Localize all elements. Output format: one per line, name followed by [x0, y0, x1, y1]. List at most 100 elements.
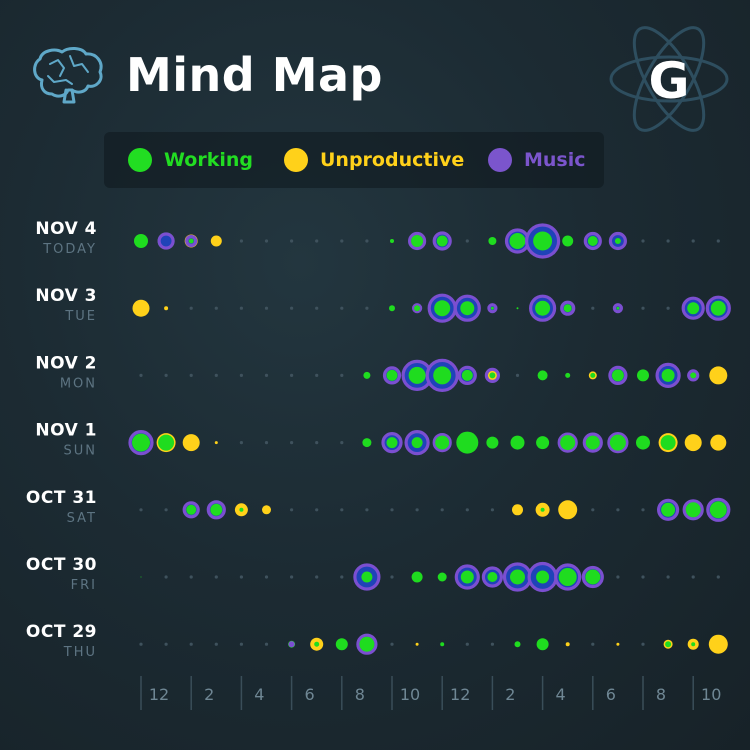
- empty-slot-dot: [189, 575, 193, 579]
- empty-slot-dot: [264, 239, 269, 243]
- bubble-working: [536, 570, 550, 584]
- bubble-working: [411, 235, 424, 247]
- empty-slot-dot: [189, 373, 193, 377]
- empty-slot-dot: [264, 441, 269, 445]
- day-sublabel: FRI: [71, 578, 97, 593]
- bubble-unproductive: [512, 504, 523, 516]
- empty-slot-dot: [290, 441, 294, 445]
- bubble-unproductive: [210, 235, 222, 247]
- empty-slot-dot: [591, 306, 595, 310]
- day-label: NOV 1: [35, 421, 97, 441]
- bubble-working: [363, 371, 371, 379]
- x-tick-label: 4: [556, 685, 566, 704]
- bubble-working: [691, 642, 696, 647]
- day-sublabel: SUN: [64, 444, 98, 459]
- empty-slot-dot: [390, 508, 394, 512]
- bubble-working: [685, 502, 701, 518]
- bubble-working: [510, 435, 525, 450]
- bubble-working: [661, 502, 676, 517]
- empty-slot-dot: [340, 239, 344, 243]
- bubble-working: [710, 300, 726, 316]
- empty-slot-dot: [139, 508, 143, 512]
- empty-slot-dot: [315, 441, 319, 445]
- bubble-working: [565, 372, 571, 378]
- empty-slot-dot: [164, 373, 168, 377]
- empty-slot-dot: [691, 239, 695, 243]
- bubble-working: [585, 569, 601, 585]
- empty-slot-dot: [214, 642, 218, 646]
- bubble-working: [389, 305, 395, 312]
- bubble-working: [456, 431, 479, 454]
- x-tick-label: 6: [305, 685, 315, 704]
- empty-slot-dot: [616, 508, 620, 512]
- bubble-working: [362, 438, 372, 448]
- legend-label-unproductive: Unproductive: [320, 149, 465, 171]
- empty-slot-dot: [315, 239, 319, 243]
- empty-slot-dot: [390, 575, 394, 579]
- bubble-working: [614, 238, 621, 244]
- bubble-working: [690, 372, 697, 379]
- x-tick-label: 10: [701, 685, 721, 704]
- empty-slot-dot: [591, 508, 595, 512]
- bubble-working: [509, 233, 526, 249]
- empty-slot-dot: [189, 642, 193, 646]
- empty-slot-dot: [340, 373, 344, 377]
- legend-item-music: Music: [488, 132, 586, 188]
- bubble-working: [440, 642, 445, 647]
- bubble-working: [489, 372, 496, 379]
- empty-slot-dot: [465, 239, 469, 243]
- empty-slot-dot: [315, 306, 319, 310]
- bubble-working: [210, 503, 223, 516]
- empty-slot-dot: [490, 642, 494, 646]
- bubble-working: [390, 239, 394, 243]
- bubble-working: [558, 568, 577, 586]
- bubble-working: [536, 638, 549, 651]
- bubble-working: [533, 231, 553, 251]
- day-sublabel: MON: [60, 376, 97, 391]
- bubble-working: [386, 437, 398, 449]
- bubble-working: [636, 435, 650, 450]
- bubble-working: [665, 641, 672, 648]
- empty-slot-dot: [239, 373, 243, 377]
- empty-slot-dot: [315, 508, 319, 512]
- bubble-unproductive: [132, 299, 150, 317]
- bubble-working: [140, 576, 142, 578]
- bubble-working: [460, 301, 475, 316]
- legend-swatch-music: [488, 148, 512, 172]
- empty-slot-dot: [641, 642, 645, 646]
- day-label: NOV 2: [35, 353, 97, 373]
- atom-logo-icon: G: [609, 26, 729, 132]
- bubble-working: [616, 306, 620, 310]
- bubble-unproductive: [684, 434, 702, 452]
- empty-slot-dot: [440, 508, 444, 512]
- bubble-working: [488, 237, 497, 245]
- empty-slot-dot: [365, 508, 369, 512]
- bubble-working: [537, 370, 548, 381]
- x-tick-label: 4: [254, 685, 264, 704]
- bubble-working: [540, 507, 545, 512]
- empty-slot-dot: [290, 239, 294, 243]
- day-label: OCT 30: [26, 555, 97, 575]
- empty-slot-dot: [390, 642, 394, 646]
- empty-slot-dot: [290, 306, 294, 310]
- bubble-working: [361, 571, 373, 583]
- empty-slot-dot: [164, 508, 168, 512]
- bubble-unproductive: [214, 441, 218, 445]
- empty-slot-dot: [641, 508, 645, 512]
- bubble-unproductive: [182, 434, 200, 452]
- empty-slot-dot: [264, 575, 269, 579]
- bubble-working: [408, 366, 426, 384]
- legend-label-working: Working: [164, 149, 253, 171]
- bubble-working: [134, 234, 148, 248]
- empty-slot-dot: [239, 642, 243, 646]
- bubble-working: [414, 305, 421, 312]
- empty-slot-dot: [641, 575, 645, 579]
- empty-slot-dot: [340, 575, 344, 579]
- day-sublabel: TUE: [64, 309, 97, 324]
- empty-slot-dot: [139, 642, 143, 646]
- bubble-working: [562, 235, 574, 247]
- bubble-working: [132, 433, 150, 452]
- bubble-unproductive: [710, 434, 727, 451]
- bubble-working: [560, 435, 576, 451]
